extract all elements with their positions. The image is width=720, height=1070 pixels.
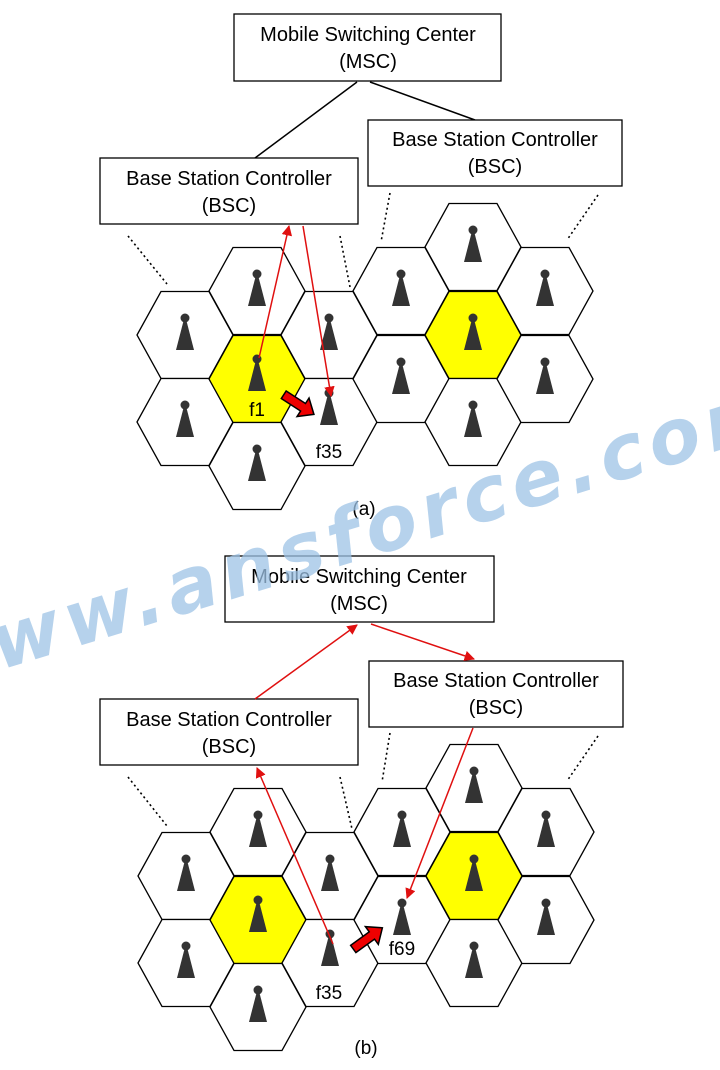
bsc-right-title: Base Station Controller bbox=[393, 670, 599, 692]
bsc-left-dotted-right bbox=[339, 235, 351, 288]
panel-caption: (b) bbox=[354, 1038, 377, 1059]
bsc-left-box: Base Station Controller (BSC) bbox=[99, 698, 359, 766]
bsc-left-title: Base Station Controller bbox=[126, 709, 332, 731]
msc-bsc-right-link bbox=[369, 81, 476, 121]
bsc-right-dotted-right bbox=[566, 735, 599, 782]
panel-b: Mobile Switching Center (MSC) Base Stati… bbox=[99, 555, 624, 1059]
bsc-right-dotted-left bbox=[381, 732, 391, 783]
label-from-cell: f1 bbox=[249, 400, 265, 421]
cell-cluster-b bbox=[137, 743, 595, 1052]
path-bsc-to-msc bbox=[254, 624, 358, 700]
msc-title: Mobile Switching Center bbox=[251, 566, 467, 588]
bsc-right-dotted-left bbox=[380, 192, 391, 243]
bsc-right-box: Base Station Controller (BSC) bbox=[367, 119, 623, 187]
path-cell-to-bsc bbox=[258, 224, 293, 359]
msc-abbrev: (MSC) bbox=[330, 593, 388, 615]
bsc-right-abbrev: (BSC) bbox=[469, 697, 523, 719]
label-to-cell: f35 bbox=[316, 442, 342, 463]
panel-caption: (a) bbox=[352, 499, 375, 520]
path-bsc-to-cell bbox=[405, 727, 474, 899]
bsc-left-box: Base Station Controller (BSC) bbox=[99, 157, 359, 225]
msc-abbrev: (MSC) bbox=[339, 51, 397, 73]
bsc-right-title: Base Station Controller bbox=[392, 129, 598, 151]
msc-bsc-left-link bbox=[254, 81, 358, 159]
path-msc-to-bsc bbox=[370, 623, 475, 661]
bsc-right-abbrev: (BSC) bbox=[468, 156, 522, 178]
move-arrow-icon bbox=[349, 925, 384, 954]
label-to-cell: f69 bbox=[389, 939, 415, 960]
path-bsc-to-cell bbox=[302, 225, 335, 398]
cell-cluster-a bbox=[136, 202, 594, 511]
label-from-cell: f35 bbox=[316, 983, 342, 1004]
bsc-right-dotted-right bbox=[566, 194, 599, 241]
bsc-left-title: Base Station Controller bbox=[126, 168, 332, 190]
bsc-left-abbrev: (BSC) bbox=[202, 195, 256, 217]
msc-box: Mobile Switching Center (MSC) bbox=[233, 13, 502, 82]
bsc-left-dotted-left bbox=[127, 235, 168, 285]
path-cell-to-bsc bbox=[255, 767, 334, 945]
msc-title: Mobile Switching Center bbox=[260, 24, 476, 46]
bsc-left-dotted-left bbox=[127, 776, 168, 827]
move-arrow-icon bbox=[280, 389, 315, 418]
bsc-left-abbrev: (BSC) bbox=[202, 736, 256, 758]
msc-box: Mobile Switching Center (MSC) bbox=[224, 555, 495, 623]
bsc-right-box: Base Station Controller (BSC) bbox=[368, 660, 624, 728]
panel-a: Mobile Switching Center (MSC) Base Stati… bbox=[99, 13, 623, 520]
bsc-left-dotted-right bbox=[339, 776, 353, 830]
